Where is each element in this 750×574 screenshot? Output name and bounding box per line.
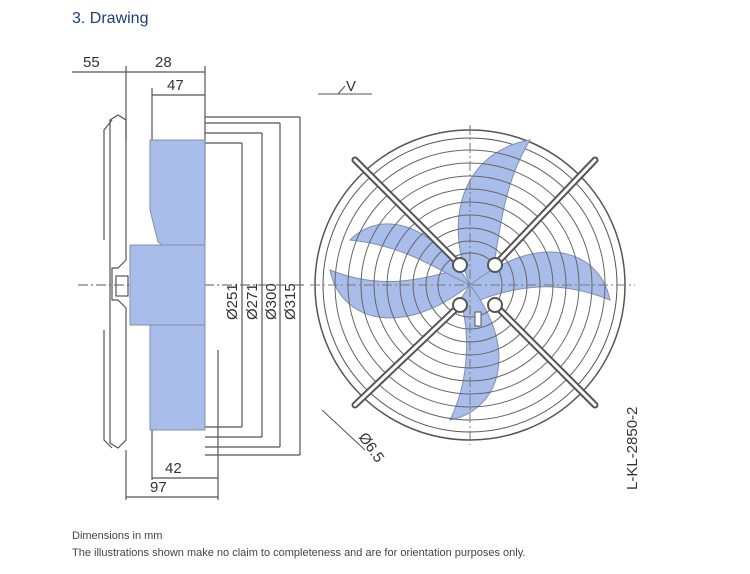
side-blades — [129, 139, 206, 431]
units-note: Dimensions in mm — [72, 530, 163, 542]
view-label: V — [346, 78, 356, 95]
fan-drawing: 55 28 47 42 97 V Ø251 Ø271 Ø300 Ø315 Ø6.… — [72, 54, 641, 500]
dim-47: 47 — [167, 77, 184, 94]
dia-271: Ø271 — [244, 283, 261, 320]
dim-28: 28 — [155, 54, 172, 71]
section-title: 3. Drawing — [72, 10, 149, 27]
drawing-code: L-KL-2850-2 — [624, 407, 641, 490]
dia-300: Ø300 — [263, 283, 280, 320]
dia-hole: Ø6.5 — [355, 430, 388, 466]
dia-315: Ø315 — [282, 283, 299, 320]
disclaimer-note: The illustrations shown make no claim to… — [72, 547, 526, 559]
dia-251: Ø251 — [224, 283, 241, 320]
dim-42: 42 — [165, 460, 182, 477]
dim-55: 55 — [83, 54, 100, 71]
dim-97: 97 — [150, 479, 167, 496]
front-view — [310, 85, 635, 451]
